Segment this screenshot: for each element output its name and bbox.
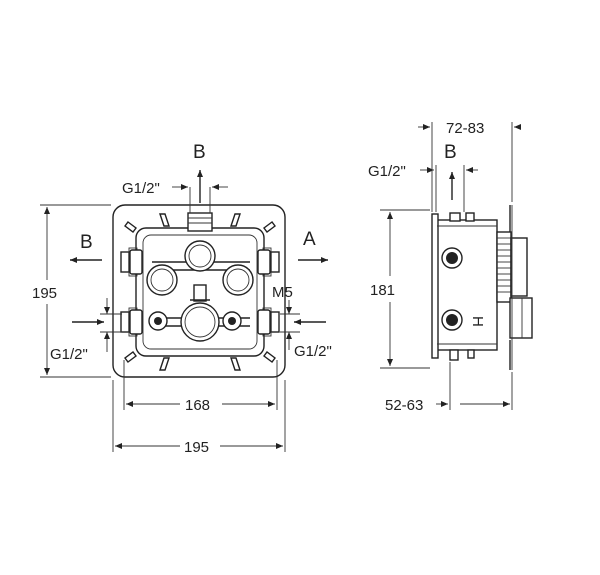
outlet-b-left-label: B (80, 232, 93, 253)
thread-left-label: G1/2" (50, 346, 88, 363)
thread-right-label: G1/2" (294, 343, 332, 360)
outlet-a-right-label: A (303, 229, 316, 250)
top-fitting (187, 212, 213, 232)
side-body (436, 219, 498, 351)
cartridge-thread (496, 231, 512, 303)
screw-label: M5 (272, 284, 293, 301)
height-dimension-label: 195 (32, 285, 57, 302)
depth-top-dimension-label: 72-83 (446, 120, 484, 137)
port-center (180, 302, 220, 342)
port-left (146, 264, 178, 296)
port-right (222, 264, 254, 296)
thread-top-label: G1/2" (122, 180, 160, 197)
mounting-plate (112, 204, 286, 378)
inner-width-dimension-label: 168 (185, 397, 210, 414)
depth-bottom-dimension-label: 52-63 (385, 397, 423, 414)
outlet-b-top-label: B (193, 142, 206, 163)
outer-width-dimension-label: 195 (184, 439, 209, 456)
side-height-dimension-label: 181 (370, 282, 395, 299)
side-outlet-b-label: B (444, 142, 457, 163)
side-thread-label: G1/2" (368, 163, 406, 180)
port-top (184, 240, 216, 272)
front-view: B G1/2" B A G1/2" M5 G1/2" (32, 142, 332, 456)
hot-marker-label: H (469, 316, 486, 327)
mounting-lugs (120, 213, 280, 371)
side-view: H B G1/2" (368, 120, 533, 414)
diverter-knob (509, 297, 533, 339)
